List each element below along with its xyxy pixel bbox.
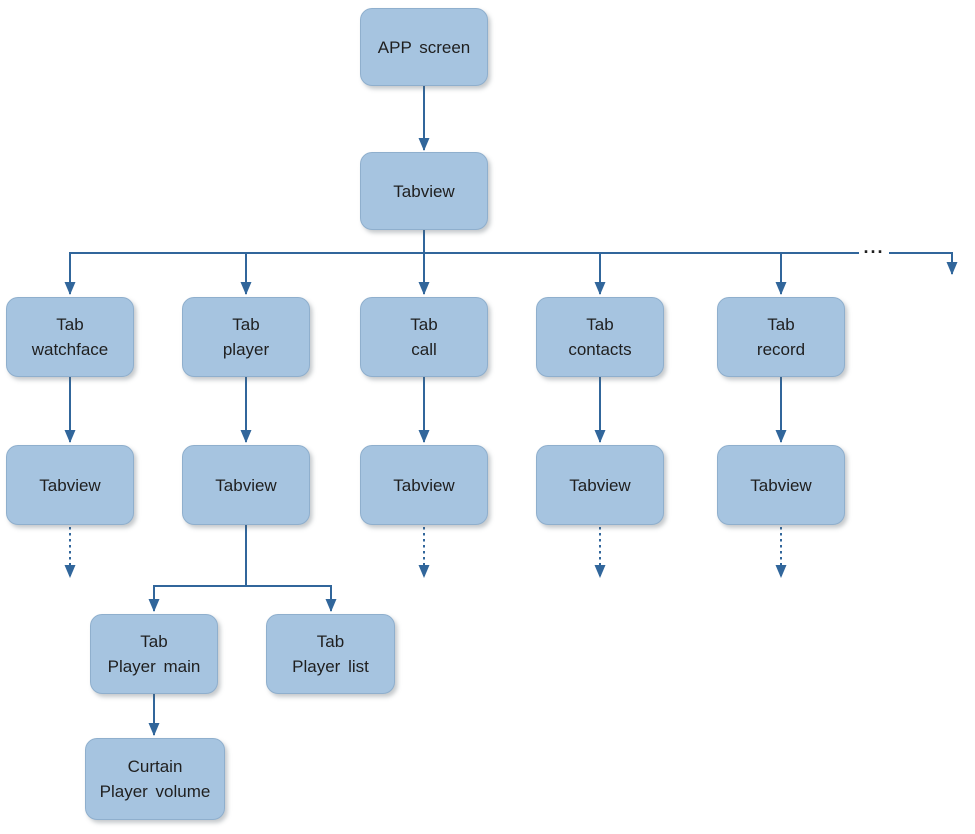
node-app-screen: APP screen <box>360 8 488 86</box>
node-tab-player-main: Tab Player main <box>90 614 218 694</box>
node-tab-player-list: Tab Player list <box>266 614 395 694</box>
node-tabview-root: Tabview <box>360 152 488 230</box>
node-curtain-player-volume: Curtain Player volume <box>85 738 225 820</box>
node-tabview-watchface: Tabview <box>6 445 134 525</box>
node-tab-call: Tab call <box>360 297 488 377</box>
node-tab-watchface: Tab watchface <box>6 297 134 377</box>
node-tab-player: Tab player <box>182 297 310 377</box>
node-tab-contacts: Tab contacts <box>536 297 664 377</box>
node-tabview-record: Tabview <box>717 445 845 525</box>
branch-ellipsis: ... <box>863 237 885 257</box>
node-tabview-contacts: Tabview <box>536 445 664 525</box>
node-tabview-call: Tabview <box>360 445 488 525</box>
node-tab-record: Tab record <box>717 297 845 377</box>
node-tabview-player: Tabview <box>182 445 310 525</box>
branch-line-right-more-arrow <box>889 252 958 275</box>
